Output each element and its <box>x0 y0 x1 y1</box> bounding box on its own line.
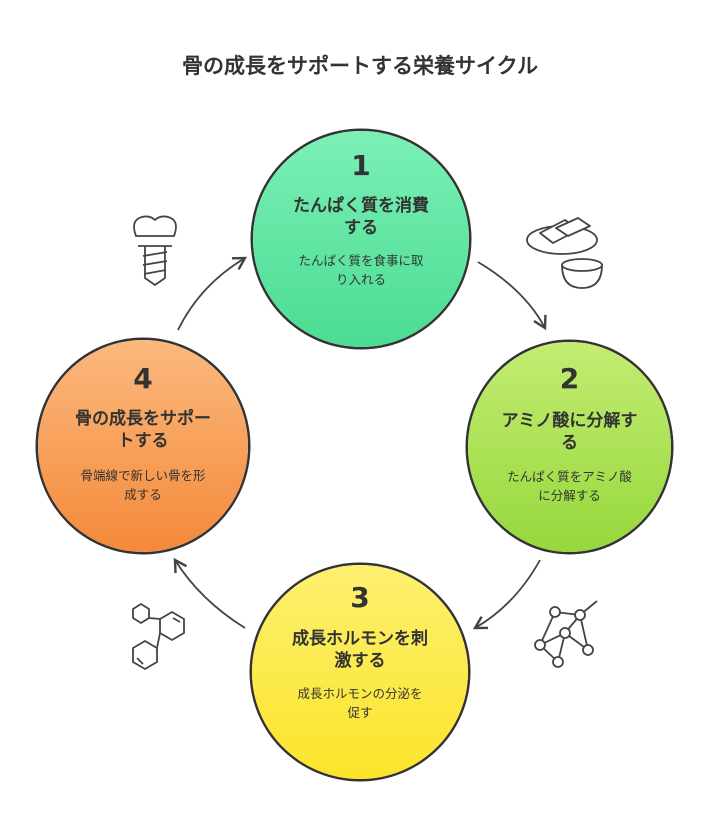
arrow-1-to-2 <box>477 261 547 331</box>
step-desc-line2: 促す <box>347 705 373 720</box>
step-title-line1: たんぱく質を消費 <box>293 196 429 216</box>
arrow-3-to-4 <box>173 557 246 629</box>
step-title-line2: する <box>344 218 378 238</box>
step-3-circle: 3 成長ホルモンを刺 激する 成長ホルモンの分泌を 促す <box>252 565 468 779</box>
step-number: 3 <box>350 581 370 614</box>
step-desc-line1: たんぱく質をアミノ酸 <box>507 469 632 484</box>
step-2-circle: 2 アミノ酸に分解す る たんぱく質をアミノ酸 に分解する <box>468 342 671 552</box>
step-desc-line1: たんぱく質を食事に取 <box>298 253 424 268</box>
step-desc-line2: り入れる <box>335 272 386 287</box>
step-desc-line1: 骨端線で新しい骨を形 <box>80 468 206 483</box>
step-desc-line2: 成する <box>124 487 162 502</box>
step-desc-line2: に分解する <box>538 488 601 503</box>
step-title-line2: 激する <box>334 651 386 671</box>
step-title-line1: アミノ酸に分解す <box>501 411 638 431</box>
step-title-line2: トする <box>117 431 169 451</box>
step-title-line1: 成長ホルモンを刺 <box>292 629 428 649</box>
molecule-network-icon <box>534 600 598 668</box>
arrow-4-to-1 <box>177 256 248 331</box>
step-4-circle: 4 骨の成長をサポー トする 骨端線で新しい骨を形 成する <box>38 340 248 552</box>
step-number: 2 <box>559 362 580 395</box>
step-title-line1: 骨の成長をサポー <box>75 409 211 429</box>
step-1-circle: 1 たんぱく質を消費 する たんぱく質を食事に取 り入れる <box>253 131 469 347</box>
step-title-line2: る <box>561 433 578 453</box>
step-number: 1 <box>351 149 371 182</box>
page-title: 骨の成長をサポートする栄養サイクル <box>182 54 538 78</box>
hexagon-chemistry-icon <box>132 603 185 670</box>
arrow-2-to-3 <box>472 559 541 630</box>
dental-implant-icon <box>133 215 177 286</box>
step-desc-line1: 成長ホルモンの分泌を <box>297 686 423 701</box>
step-number: 4 <box>133 362 153 395</box>
food-icon <box>526 217 603 289</box>
